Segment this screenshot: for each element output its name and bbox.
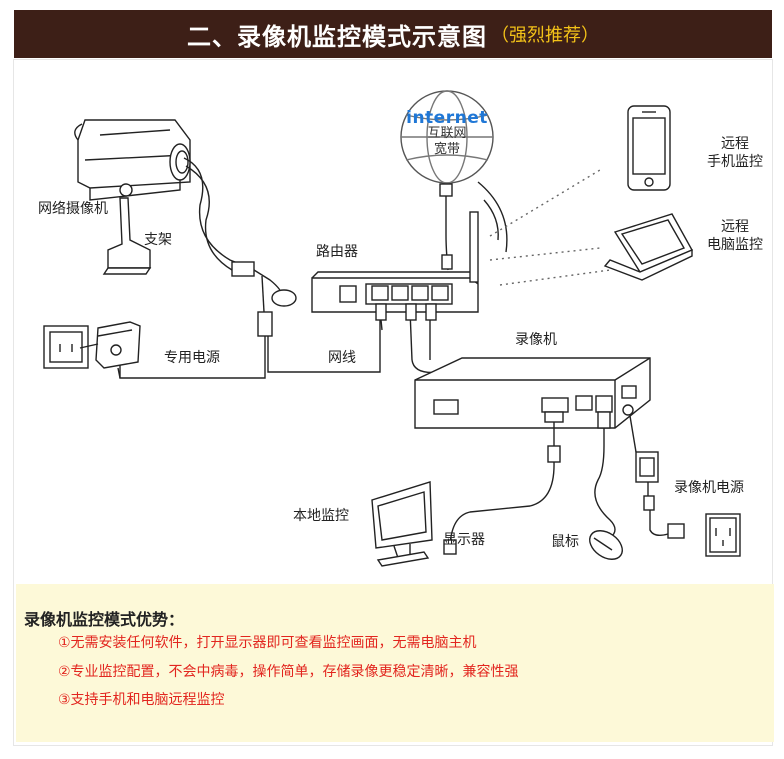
- network-diagram: [43, 90, 741, 567]
- power-adapter-icon: [79, 321, 141, 379]
- label-remote-phone-line1: 远程: [721, 136, 749, 152]
- internet-en: internet: [406, 108, 488, 128]
- advantages-panel: 录像机监控模式优势： ①无需安装任何软件，打开显示器即可查看监控画面，无需电脑主…: [16, 584, 774, 742]
- advantages-title: 录像机监控模式优势：: [24, 610, 185, 629]
- wireless-links: [489, 169, 611, 286]
- internet-globe-icon: [400, 90, 494, 184]
- wifi-signal-icon: [477, 181, 508, 253]
- label-mouse: 鼠标: [551, 534, 579, 550]
- label-display: 显示器: [443, 532, 485, 548]
- camera-icon: [74, 119, 191, 201]
- bracket-icon: [102, 183, 152, 275]
- nvr-wall-socket-icon: [705, 513, 741, 557]
- label-remote-phone: 远程 手机监控: [700, 135, 770, 171]
- label-local-monitor: 本地监控: [293, 508, 349, 524]
- wall-socket-icon: [43, 325, 89, 369]
- label-nvr-power: 录像机电源: [674, 480, 744, 496]
- label-remote-pc-line2: 电脑监控: [707, 237, 763, 253]
- label-remote-pc-line1: 远程: [721, 219, 749, 235]
- advantage-item-3: ③支持手机和电脑远程监控: [58, 692, 225, 708]
- label-network-cable: 网线: [328, 350, 356, 366]
- mouse-cable: [594, 411, 616, 539]
- internet-cable: [439, 183, 453, 271]
- advantage-item-2: ②专业监控配置，不会中病毒，操作简单，存储录像更稳定清晰，兼容性强: [58, 664, 519, 680]
- camera-cables: [119, 157, 381, 379]
- label-bracket: 支架: [144, 232, 172, 248]
- label-remote-pc: 远程 电脑监控: [700, 218, 770, 254]
- advantage-item-1: ①无需安装任何软件，打开显示器即可查看监控画面，无需电脑主机: [58, 635, 477, 651]
- monitor-icon: [371, 481, 433, 567]
- nvr-icon: [414, 357, 651, 429]
- phone-icon: [627, 105, 671, 191]
- label-nvr: 录像机: [515, 332, 557, 348]
- page-title: 二、录像机监控模式示意图: [187, 22, 487, 51]
- internet-line2: 宽带: [433, 142, 460, 157]
- internet-line1: 互联网: [427, 126, 467, 141]
- label-camera: 网络摄像机: [38, 201, 108, 217]
- laptop-icon: [603, 213, 693, 281]
- router-icon: [311, 211, 479, 313]
- label-remote-phone-line2: 手机监控: [707, 154, 763, 170]
- internet-label: internet 互联网 宽带: [397, 110, 497, 158]
- label-power: 专用电源: [164, 350, 220, 366]
- page-subtitle: （强烈推荐）: [491, 25, 599, 46]
- header-banner: 二、录像机监控模式示意图 （强烈推荐）: [14, 10, 772, 58]
- vga-cable: [443, 411, 564, 555]
- mouse-icon: [589, 530, 623, 560]
- nvr-power-cable: [629, 415, 685, 539]
- label-router: 路由器: [316, 244, 358, 260]
